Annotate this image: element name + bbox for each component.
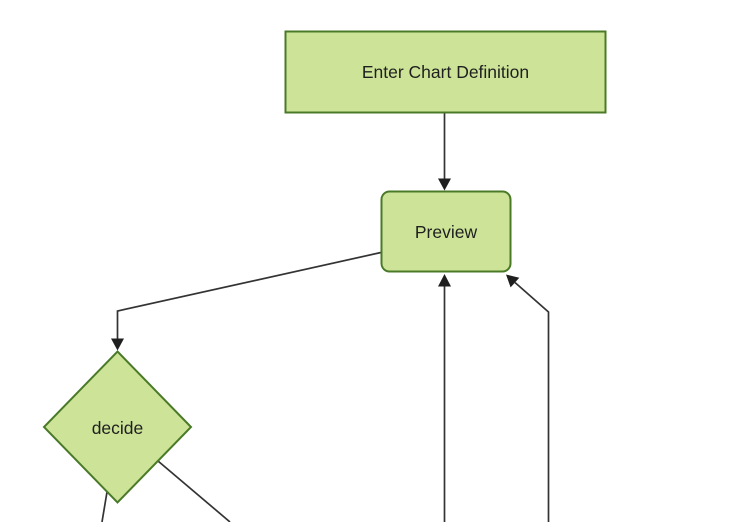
arrowhead-down-into-preview-top [438, 178, 451, 191]
edge-enter-to-preview [438, 113, 451, 191]
decide-diamond [42, 350, 193, 504]
node-decide: decide [42, 350, 193, 504]
preview-label: Preview [415, 222, 478, 242]
arrowhead-upleft-into-preview-corner [506, 274, 520, 288]
enter-chart-definition-label: Enter Chart Definition [362, 62, 529, 82]
preview-box [380, 190, 512, 273]
edge-bottom-right-to-preview [506, 274, 550, 522]
enter-chart-definition-box [284, 30, 607, 114]
decide-label: decide [92, 418, 144, 438]
node-preview: Preview [380, 190, 512, 273]
arrowhead-up-into-preview-bottom [438, 274, 451, 287]
edge-bottom-center-to-preview [438, 274, 451, 522]
edge-decide-to-bottom-left [101, 491, 108, 522]
arrowhead-down-into-decide-top [111, 338, 124, 351]
node-enter-chart-definition: Enter Chart Definition [284, 30, 607, 114]
edge-decide-to-bottom-right [157, 460, 231, 522]
edge-preview-to-decide [111, 251, 382, 351]
